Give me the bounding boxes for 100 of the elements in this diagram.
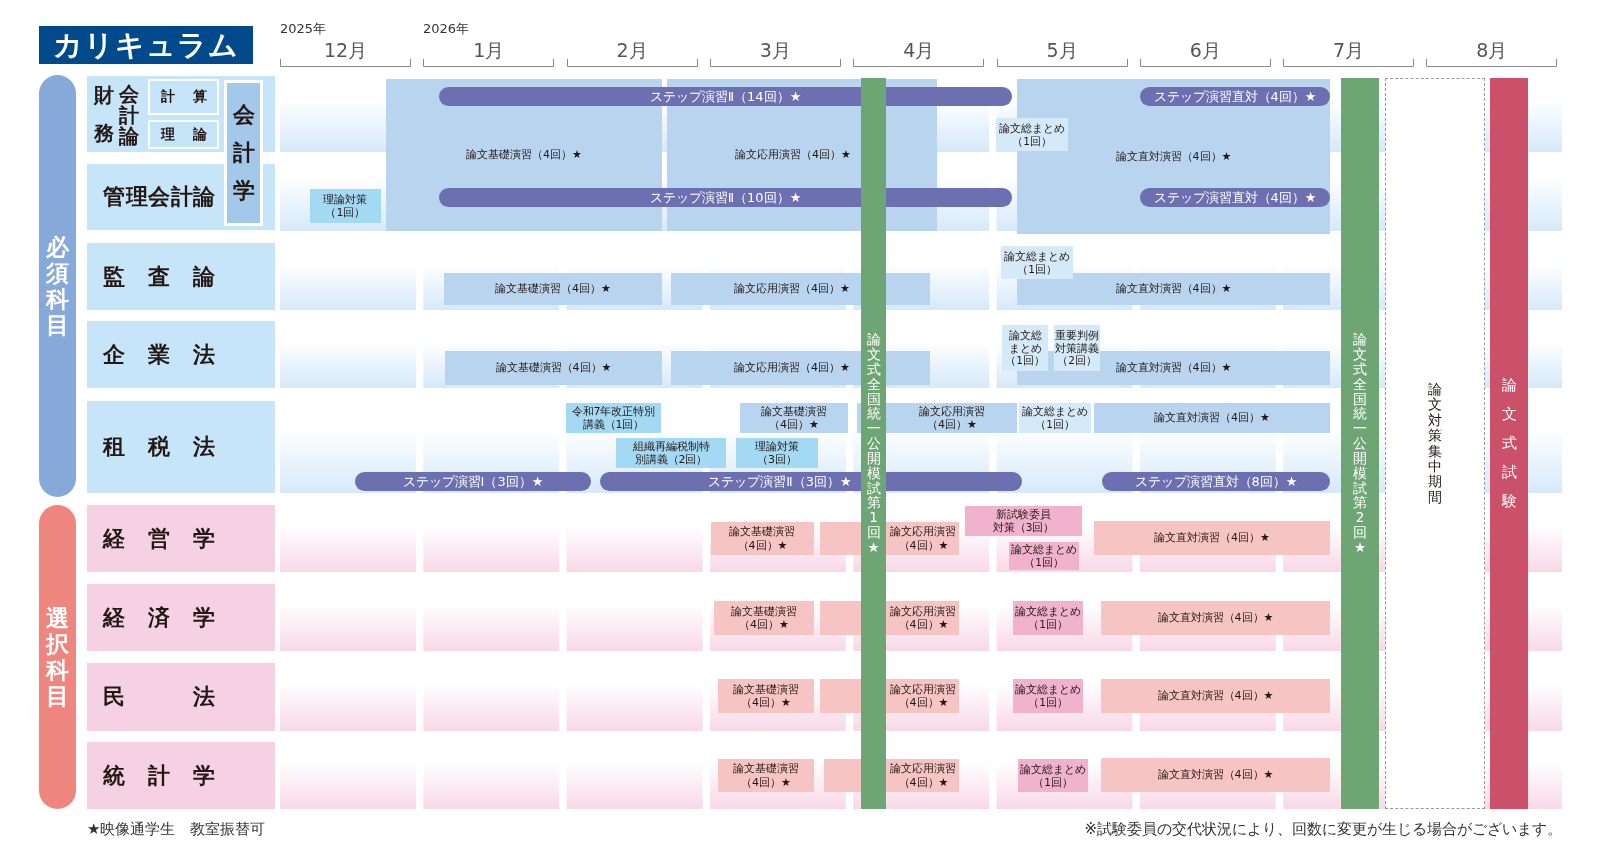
step-label: ステップ演習Ⅱ（3回）★ xyxy=(708,475,852,488)
session-label: 論文総まとめ（1回） xyxy=(1019,762,1087,789)
session-label: 論文応用演習（4回）★ xyxy=(889,604,958,632)
subject-name: 管理会計論 xyxy=(103,183,215,211)
category-label: 選択科目 xyxy=(46,605,69,709)
subject-name: 企業法 xyxy=(103,340,215,369)
month-label: 5月 xyxy=(1045,38,1079,62)
session-label: 論文直対演習（4回）★ xyxy=(1115,149,1232,164)
subject-group-name: 会計学 xyxy=(232,101,255,205)
session-label: 論文基礎演習（4回）★ xyxy=(495,282,611,296)
subject-header xyxy=(87,505,275,572)
session-label: 論文応用演習（4回）★ xyxy=(889,525,958,552)
page-title: カリキュラム xyxy=(39,26,253,64)
subject-header xyxy=(87,243,275,310)
session-label: 理論対策（3回） xyxy=(754,439,800,467)
session-label: 組織再編税制特別講義（2回） xyxy=(631,439,711,467)
mock-exam-label: 論文式全国統一公開模試第2回★ xyxy=(1353,332,1367,555)
session-block xyxy=(1101,758,1330,792)
sub-subject-box xyxy=(148,120,219,149)
step-bar xyxy=(1140,188,1330,207)
month-label: 1月 xyxy=(472,38,506,62)
session-label: 論文直対演習（4回）★ xyxy=(1115,282,1232,296)
subject-header xyxy=(87,401,275,493)
session-label: 論文直対演習（4回）★ xyxy=(1154,411,1270,425)
sub-subject-box xyxy=(148,79,219,115)
month-label: 7月 xyxy=(1332,38,1366,62)
step-label: ステップ演習直対（8回）★ xyxy=(1134,475,1298,488)
session-block xyxy=(1094,521,1330,555)
session-label: 論文直対演習（4回）★ xyxy=(1157,611,1274,625)
sub-subject-name: 計算 xyxy=(160,88,207,106)
session-block xyxy=(965,506,1082,536)
session-label: 論文基礎演習（4回）★ xyxy=(732,682,800,710)
subject-group-bar xyxy=(224,80,263,226)
session-block xyxy=(718,679,814,713)
month-label: 3月 xyxy=(758,38,792,62)
step-label: ステップ演習Ⅱ（10回）★ xyxy=(649,191,802,204)
step-label: ステップ演習Ⅰ（3回）★ xyxy=(402,475,544,488)
session-label: 論文基礎演習（4回）★ xyxy=(495,361,612,375)
exam-bar xyxy=(1490,78,1528,809)
step-bar xyxy=(355,472,591,491)
session-label: 論文総まとめ（1回） xyxy=(1014,683,1082,709)
step-bar xyxy=(1102,472,1330,491)
session-label: 論文基礎演習（4回）★ xyxy=(730,604,798,632)
study-period-label: 論文対策集中期間 xyxy=(1428,381,1442,506)
month-label: 4月 xyxy=(902,38,936,62)
session-label: 論文応用演習（4回）★ xyxy=(735,148,851,162)
subject-name: 経済学 xyxy=(103,603,215,632)
session-block xyxy=(714,601,814,635)
session-label: 論文基礎演習（4回）★ xyxy=(728,525,797,552)
subject-name: 民法 xyxy=(103,683,215,711)
study-period-box xyxy=(1385,78,1485,809)
session-label: 令和7年改正特別講義（1回） xyxy=(571,404,656,432)
session-block xyxy=(740,403,848,433)
session-label: 新試験委員対策（3回） xyxy=(992,508,1055,534)
sub-subject-name: 理論 xyxy=(160,125,207,144)
month-label: 6月 xyxy=(1188,38,1222,62)
exam-label: 論文式試験 xyxy=(1501,375,1517,512)
step-bar xyxy=(439,188,1012,207)
session-block xyxy=(671,273,930,305)
session-label: 論文直対演習（4回）★ xyxy=(1115,361,1232,375)
subject-name: 統計学 xyxy=(103,761,215,790)
category-pill xyxy=(39,75,76,497)
mock-exam-bar xyxy=(1341,78,1379,809)
session-label: 論文基礎演習（4回）★ xyxy=(732,762,800,789)
step-label: ステップ演習Ⅱ（14回）★ xyxy=(649,90,802,103)
session-block xyxy=(711,522,814,555)
session-block xyxy=(718,759,814,792)
month-label: 8月 xyxy=(1475,38,1509,62)
session-block xyxy=(1017,273,1330,305)
step-label: ステップ演習直対（4回）★ xyxy=(1153,191,1317,204)
session-block xyxy=(1101,601,1330,635)
session-label: 論文応用演習（4回）★ xyxy=(889,682,958,710)
session-label: 論文総まとめ（1回） xyxy=(1010,543,1078,569)
subject-name: 経営学 xyxy=(103,524,215,553)
session-block xyxy=(736,438,818,468)
year-label: 2026年 xyxy=(423,21,470,37)
year-label: 2025年 xyxy=(280,21,327,37)
month-label: 2月 xyxy=(615,38,649,62)
session-label: 理論対策（1回） xyxy=(322,192,369,220)
session-label: 重要判例対策講義（2回） xyxy=(1054,329,1100,367)
category-label: 必須科目 xyxy=(46,234,69,338)
session-label: 論文直対演習（4回）★ xyxy=(1154,531,1270,545)
session-label: 論文総まとめ（1回） xyxy=(1014,605,1082,631)
subject-name: 財務 xyxy=(94,82,114,147)
session-label: 論文総まとめ（1回） xyxy=(998,121,1066,148)
month-label: 12月 xyxy=(322,38,369,62)
subject-header xyxy=(87,742,275,809)
step-bar xyxy=(1140,87,1330,106)
session-label: 論文応用演習（4回）★ xyxy=(889,762,958,789)
session-block xyxy=(444,273,662,305)
subject-name: 監査論 xyxy=(103,262,215,291)
mock-exam-bar xyxy=(861,78,886,809)
session-label: 論文直対演習（4回）★ xyxy=(1157,689,1274,703)
session-block xyxy=(1094,403,1330,433)
subject-header xyxy=(87,584,275,651)
subject-name: 会計論 xyxy=(119,83,139,147)
step-bar xyxy=(439,87,1012,106)
session-block xyxy=(616,438,726,468)
session-label: 論文応用演習（4回）★ xyxy=(734,361,850,375)
session-label: 論文基礎演習（4回）★ xyxy=(760,404,828,432)
